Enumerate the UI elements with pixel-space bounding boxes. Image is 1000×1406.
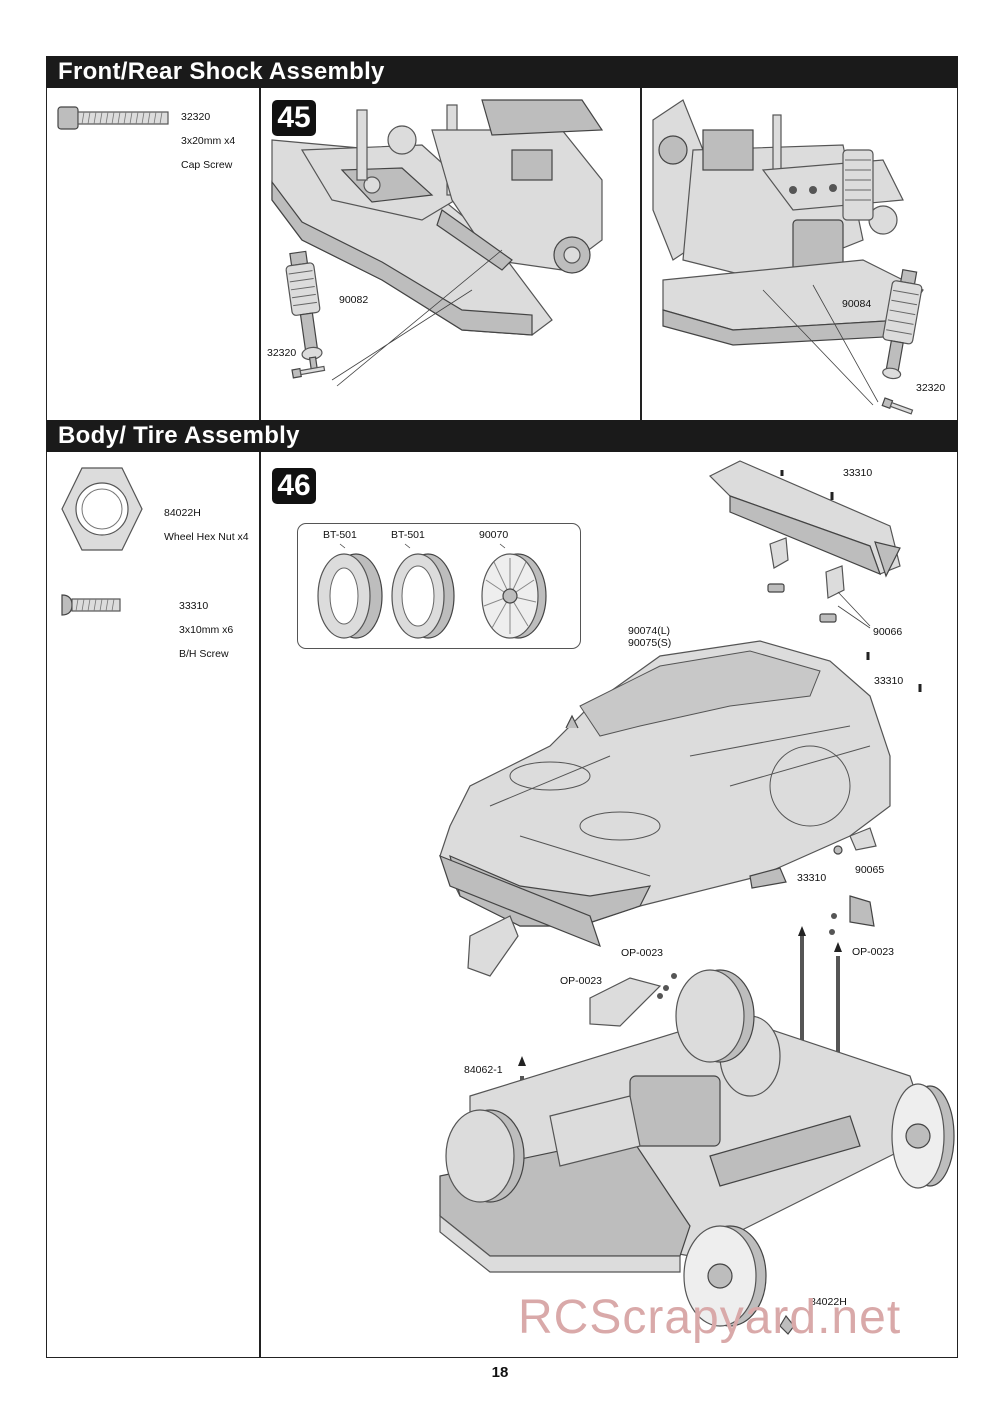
part-name: Cap Screw [181, 159, 233, 171]
divider-shock-parts [259, 88, 261, 420]
hex-nut-icon [61, 467, 143, 551]
callout-wing-mount: 90066 [873, 626, 903, 638]
part-label-cap-screw: 32320 3x20mm x4 Cap Screw [181, 99, 235, 183]
callout-rear-shock: 90084 [842, 298, 872, 310]
part-spec: Wheel Hex Nut x4 [164, 531, 249, 543]
part-code: 32320 [181, 111, 211, 123]
callout-mirror-screw: 33310 [797, 872, 827, 884]
tire-wheel-illustration [317, 543, 547, 639]
rear-chassis-illustration [652, 99, 924, 415]
callout-body-screw: 33310 [874, 675, 904, 687]
callout-op-left: OP-0023 [560, 975, 603, 987]
callout-op-right: OP-0023 [852, 946, 895, 958]
callout-op-mid: OP-0023 [621, 947, 664, 959]
callout-tire-a: BT-501 [323, 529, 357, 541]
part-code: 33310 [179, 600, 209, 612]
front-chassis-illustration [271, 99, 604, 387]
callout-body-l: 90074(L) [628, 625, 671, 637]
callout-front-screw: 32320 [267, 347, 297, 359]
part-label-hex-nut: 84022H Wheel Hex Nut x4 [164, 495, 249, 555]
callout-tire-b: BT-501 [391, 529, 425, 541]
step-badge-46: 46 [272, 468, 316, 504]
part-spec: 3x10mm x6 [179, 624, 234, 636]
divider-body-parts [259, 452, 261, 1358]
divider-shock-views [640, 88, 642, 420]
callout-rear-screw: 32320 [916, 382, 946, 394]
callout-wing-screw: 33310 [843, 467, 873, 479]
step-badge-45: 45 [272, 100, 316, 136]
callout-mirror: 90065 [855, 864, 885, 876]
part-label-bh-screw: 33310 3x10mm x6 B/H Screw [179, 588, 233, 672]
watermark-text: RCScrapyard.net [518, 1291, 902, 1344]
page-number: 18 [491, 1364, 509, 1381]
part-name: B/H Screw [179, 648, 229, 660]
cap-screw-icon [57, 106, 169, 130]
bh-screw-icon [61, 594, 121, 616]
section-title-body: Body/ Tire Assembly [46, 420, 958, 452]
section-title-shock: Front/Rear Shock Assembly [46, 56, 958, 88]
callout-wheel: 90070 [479, 529, 509, 541]
callout-hex-nut: 84022H [810, 1296, 847, 1308]
part-spec: 3x20mm x4 [181, 135, 236, 147]
callout-post: 84062-1 [464, 1064, 503, 1076]
callout-body-s: 90075(S) [628, 637, 672, 649]
body-chassis-illustration [439, 460, 955, 1335]
callout-front-shock: 90082 [339, 294, 369, 306]
part-code: 84022H [164, 507, 201, 519]
tire-wheel-box [297, 523, 581, 649]
